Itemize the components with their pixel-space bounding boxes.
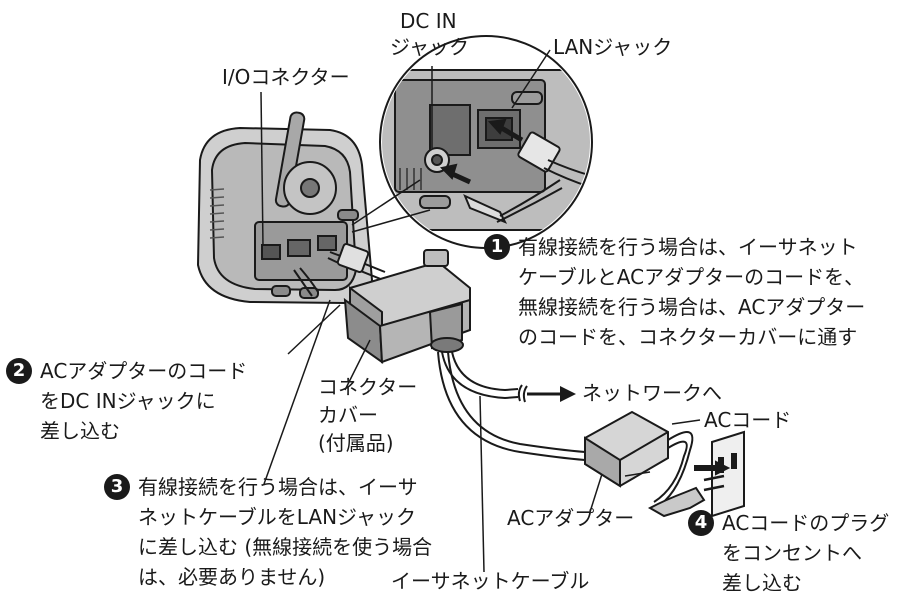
network-arrow (527, 386, 576, 402)
io-connector-label: I/Oコネクター (222, 65, 350, 89)
step-1-line: 無線接続を行う場合は、ACアダプター (518, 295, 866, 319)
step-3-text: 有線接続を行う場合は、イーサ ネットケーブルをLANジャック に差し込む (無線… (138, 472, 432, 592)
step-3-line: 有線接続を行う場合は、イーサ (138, 475, 418, 499)
step-3-line: は、必要ありません) (138, 565, 326, 589)
ethernet-cable-label: イーサネットケーブル (391, 569, 590, 593)
step-2-line: ACアダプターのコード (40, 359, 248, 383)
leader-lines (260, 49, 701, 573)
step-2-line: をDC INジャックに (40, 389, 216, 413)
dc-in-label-line1: DC IN (400, 9, 457, 33)
step-1-line: ケーブルとACアダプターのコードを、 (518, 265, 865, 289)
output-cables (437, 351, 586, 461)
connector-cover-label-line2: カバー (318, 403, 378, 427)
step-1-badge: 1 (484, 234, 510, 260)
connector-cover-label-line1: コネクター (318, 375, 418, 399)
to-network-label: ネットワークへ (582, 381, 722, 405)
step-1-line: 有線接続を行う場合は、イーサネット (518, 235, 858, 259)
outlet-illustration (647, 430, 745, 518)
step-2-badge: 2 (6, 358, 32, 384)
step-3-badge: 3 (104, 474, 130, 500)
step-4-line: をコンセントへ (722, 541, 862, 565)
camera-cables (293, 243, 386, 297)
connector-cover-illustration (343, 249, 471, 365)
step-4-line: 差し込む (722, 571, 802, 595)
dc-in-label-line2: ジャック (390, 35, 469, 59)
step-1-line: のコードを、コネクターカバーに通す (518, 325, 858, 349)
step-2-text: ACアダプターのコード をDC INジャックに 差し込む (40, 356, 247, 446)
step-3-line: に差し込む (無線接続を使う場合 (138, 535, 433, 559)
step-4-badge: 4 (688, 510, 714, 536)
camera-illustration (196, 111, 374, 305)
magnified-inset (351, 35, 593, 249)
step-4-line: ACコードのプラグ (722, 511, 890, 535)
ac-adapter-illustration (584, 410, 694, 506)
step-1-text: 有線接続を行う場合は、イーサネット ケーブルとACアダプターのコードを、 無線接… (518, 232, 865, 352)
connector-cover-label-line3: (付属品) (318, 431, 394, 455)
ac-adapter-label: ACアダプター (507, 506, 635, 530)
step-4-text: ACコードのプラグ をコンセントへ 差し込む (722, 508, 889, 595)
step-2-line: 差し込む (40, 419, 120, 443)
ac-cord-label: ACコード (704, 408, 792, 432)
lan-jack-label: LANジャック (553, 35, 673, 59)
step-3-line: ネットケーブルをLANジャック (138, 505, 417, 529)
